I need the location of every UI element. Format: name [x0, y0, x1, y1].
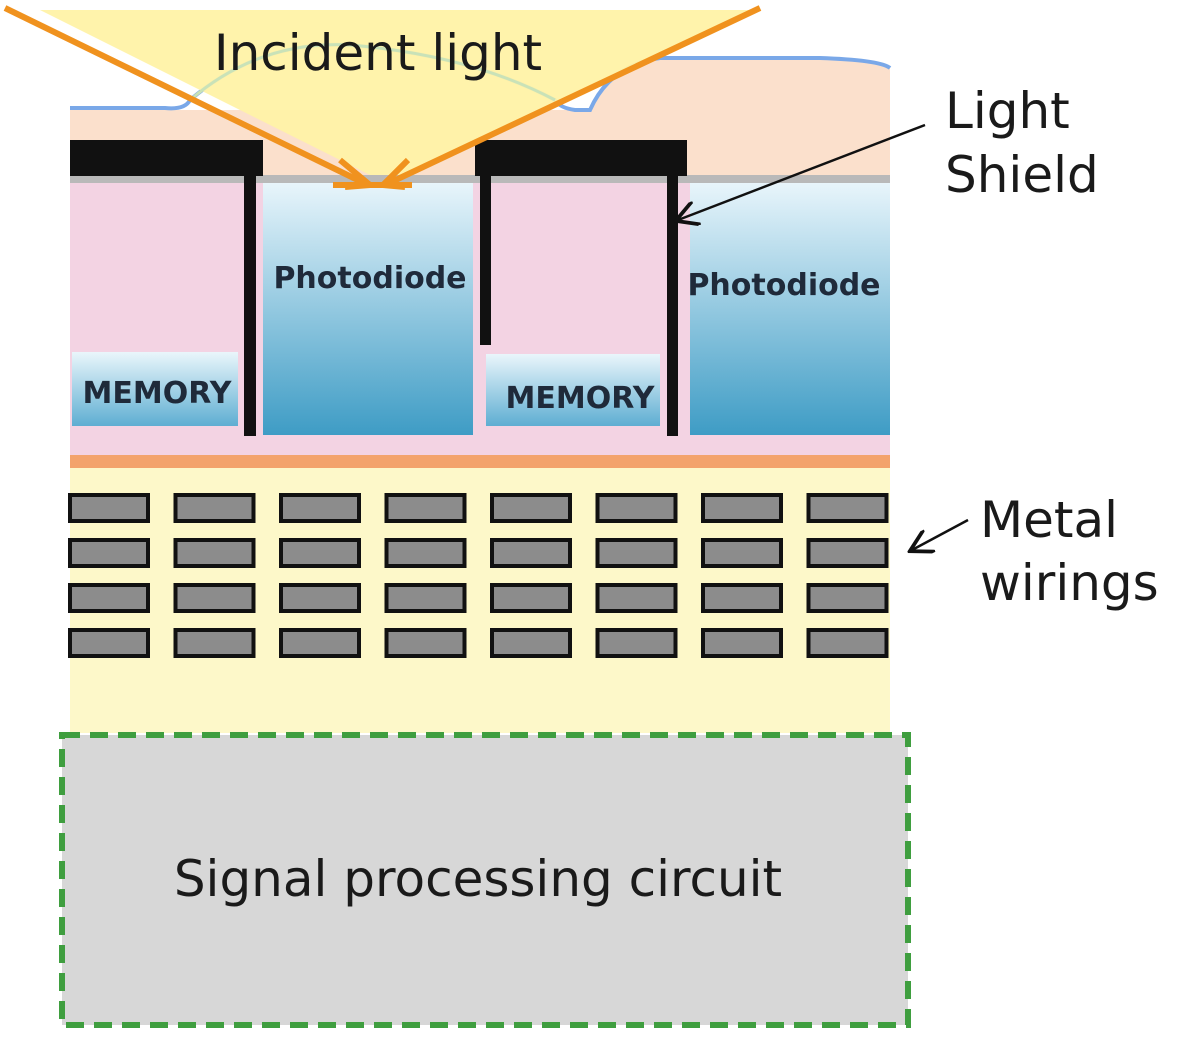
light-shield-label-line2: Shield [945, 146, 1099, 204]
metal-wire [173, 628, 256, 658]
metal-wire [701, 628, 783, 658]
metal-wire [701, 538, 783, 568]
light-cone [40, 10, 760, 185]
metal-wirings-label-line1: Metal [980, 491, 1118, 549]
metal-wire [595, 538, 678, 568]
signal-processing-block [59, 732, 911, 1028]
metal-wirings-pointer [912, 518, 969, 550]
light-shield-top-2 [475, 140, 687, 176]
metal-wire [595, 628, 678, 658]
metal-wire [490, 583, 572, 613]
metal-wire [173, 538, 256, 568]
memory-1 [72, 352, 238, 426]
metal-wire [490, 538, 572, 568]
metal-wire [384, 628, 467, 658]
microlens-right [560, 58, 890, 110]
separator-line [70, 455, 890, 468]
photodiode-label-1: Photodiode [273, 261, 466, 296]
metal-wire [173, 493, 256, 523]
metal-wirings-label-line2: wirings [980, 554, 1159, 612]
metal-wire [68, 493, 150, 523]
metal-wire [490, 628, 572, 658]
metal-wire [279, 493, 361, 523]
metal-wire [384, 538, 467, 568]
metal-wire [68, 628, 150, 658]
metal-wire [701, 493, 783, 523]
metal-wire [490, 493, 572, 523]
metal-wire [68, 583, 150, 613]
photodiode-1 [263, 183, 473, 435]
metal-wire [806, 493, 889, 523]
light-shield-vertical-2b [667, 140, 678, 436]
metal-wire [595, 493, 678, 523]
metal-wire [384, 583, 467, 613]
metal-wire [279, 583, 361, 613]
metal-wire [279, 538, 361, 568]
metal-wire [806, 538, 889, 568]
metal-wire [384, 493, 467, 523]
metal-wire [279, 628, 361, 658]
metal-wire [806, 583, 889, 613]
light-shield-pointer [678, 123, 926, 220]
light-shield-label-line1: Light [945, 82, 1070, 140]
light-shield-top-1 [70, 140, 263, 176]
metal-wire [806, 628, 889, 658]
memory-label-2: MEMORY [506, 381, 656, 416]
lens-curve [189, 43, 556, 102]
signal-processing-label: Signal processing circuit [174, 850, 782, 908]
photodiode-2 [690, 183, 890, 435]
memory-label-1: MEMORY [83, 376, 233, 411]
light-shield-vertical-2a [480, 140, 491, 345]
light-shield-vertical-1 [244, 140, 256, 436]
memory-2 [486, 354, 660, 426]
metal-wire [595, 583, 678, 613]
metal-wire [701, 583, 783, 613]
metal-wire [173, 583, 256, 613]
photodiode-label-2: Photodiode [687, 268, 880, 303]
incident-light-arrows [3, 5, 762, 190]
metal-wire [68, 538, 150, 568]
incident-light-label: Incident light [214, 24, 542, 82]
metal-wirings [68, 493, 889, 658]
